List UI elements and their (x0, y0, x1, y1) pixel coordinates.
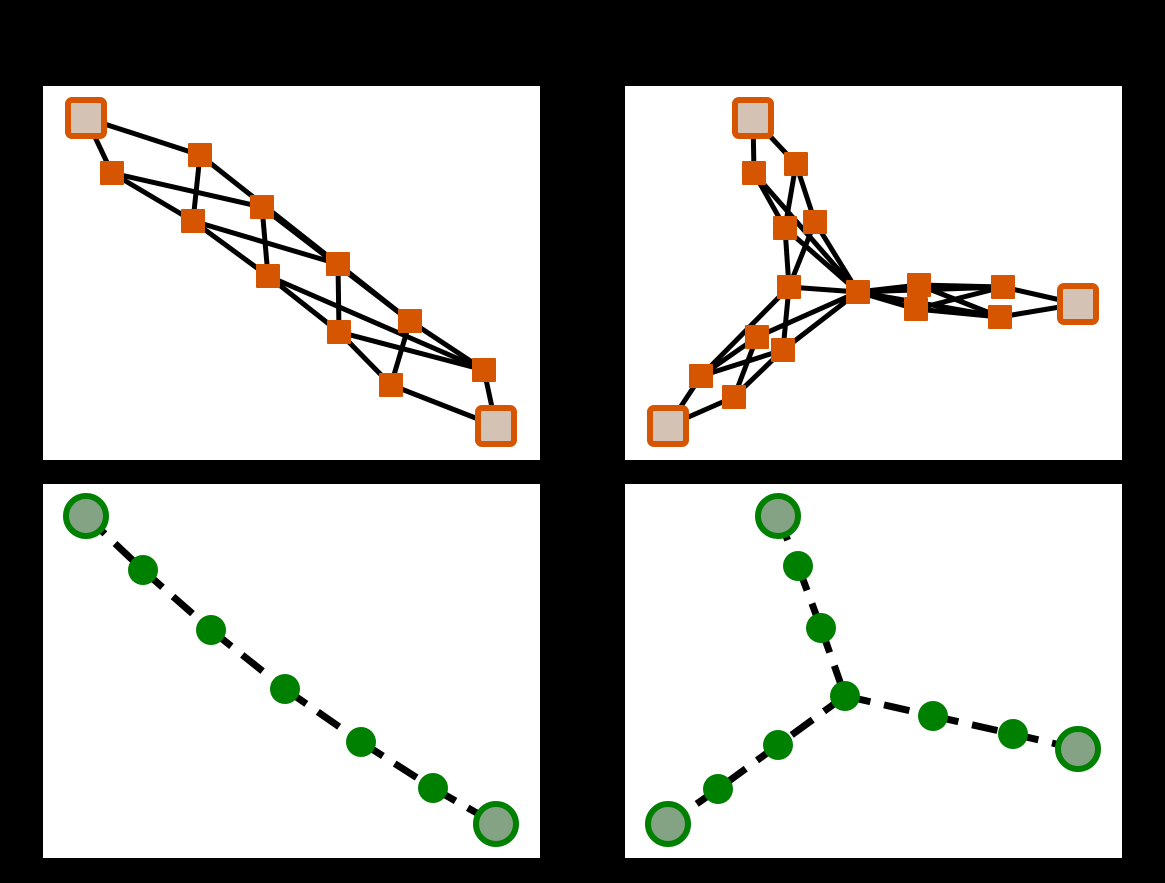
node (991, 275, 1015, 299)
graph-top-left (65, 97, 517, 447)
terminal-node (475, 405, 517, 447)
edge (111, 170, 263, 210)
node (181, 209, 205, 233)
panel-a (43, 86, 540, 460)
node (722, 385, 746, 409)
node (188, 143, 212, 167)
node (830, 681, 860, 711)
edge (915, 284, 1004, 312)
node (398, 309, 422, 333)
terminal-node (1057, 283, 1099, 325)
node (771, 338, 795, 362)
node (745, 325, 769, 349)
edge (408, 318, 486, 373)
node (904, 297, 928, 321)
edge (110, 170, 195, 224)
node (703, 774, 733, 804)
node (773, 216, 797, 240)
terminal-node (65, 97, 107, 139)
node (346, 727, 376, 757)
edge (918, 282, 1004, 290)
edge (755, 289, 860, 340)
node (784, 152, 808, 176)
edge (282, 686, 364, 745)
node (783, 551, 813, 581)
node (270, 674, 300, 704)
node (763, 730, 793, 760)
terminal-node (645, 801, 691, 847)
node (907, 273, 931, 297)
node (256, 264, 280, 288)
terminal-node (1055, 726, 1101, 772)
node (472, 358, 496, 382)
node (998, 719, 1028, 749)
graph-bottom-left (63, 493, 519, 847)
node (418, 773, 448, 803)
edge (191, 218, 270, 279)
edge (844, 692, 934, 720)
graph-top-right (647, 97, 1099, 447)
node (326, 252, 350, 276)
terminal-node (473, 801, 519, 847)
node (918, 701, 948, 731)
node (777, 275, 801, 299)
node (988, 305, 1012, 329)
node (327, 320, 351, 344)
graph-bottom-right (645, 493, 1101, 847)
terminal-node (647, 405, 689, 447)
node (100, 161, 124, 185)
edge (781, 290, 860, 352)
edge (338, 329, 485, 373)
node (806, 613, 836, 643)
edge (918, 282, 1001, 320)
terminal-node (755, 493, 801, 539)
edge (783, 226, 860, 294)
node (250, 195, 274, 219)
node (846, 280, 870, 304)
edge (208, 627, 288, 692)
edge (915, 306, 1001, 320)
edge (700, 347, 784, 379)
panel-c (43, 484, 540, 858)
node (196, 615, 226, 645)
edge (267, 273, 485, 373)
terminal-node (63, 493, 109, 539)
node (742, 161, 766, 185)
node (803, 210, 827, 234)
node (379, 373, 403, 397)
panel-b (625, 86, 1122, 460)
edge (140, 567, 214, 633)
node (128, 555, 158, 585)
node (689, 364, 713, 388)
terminal-node (732, 97, 774, 139)
